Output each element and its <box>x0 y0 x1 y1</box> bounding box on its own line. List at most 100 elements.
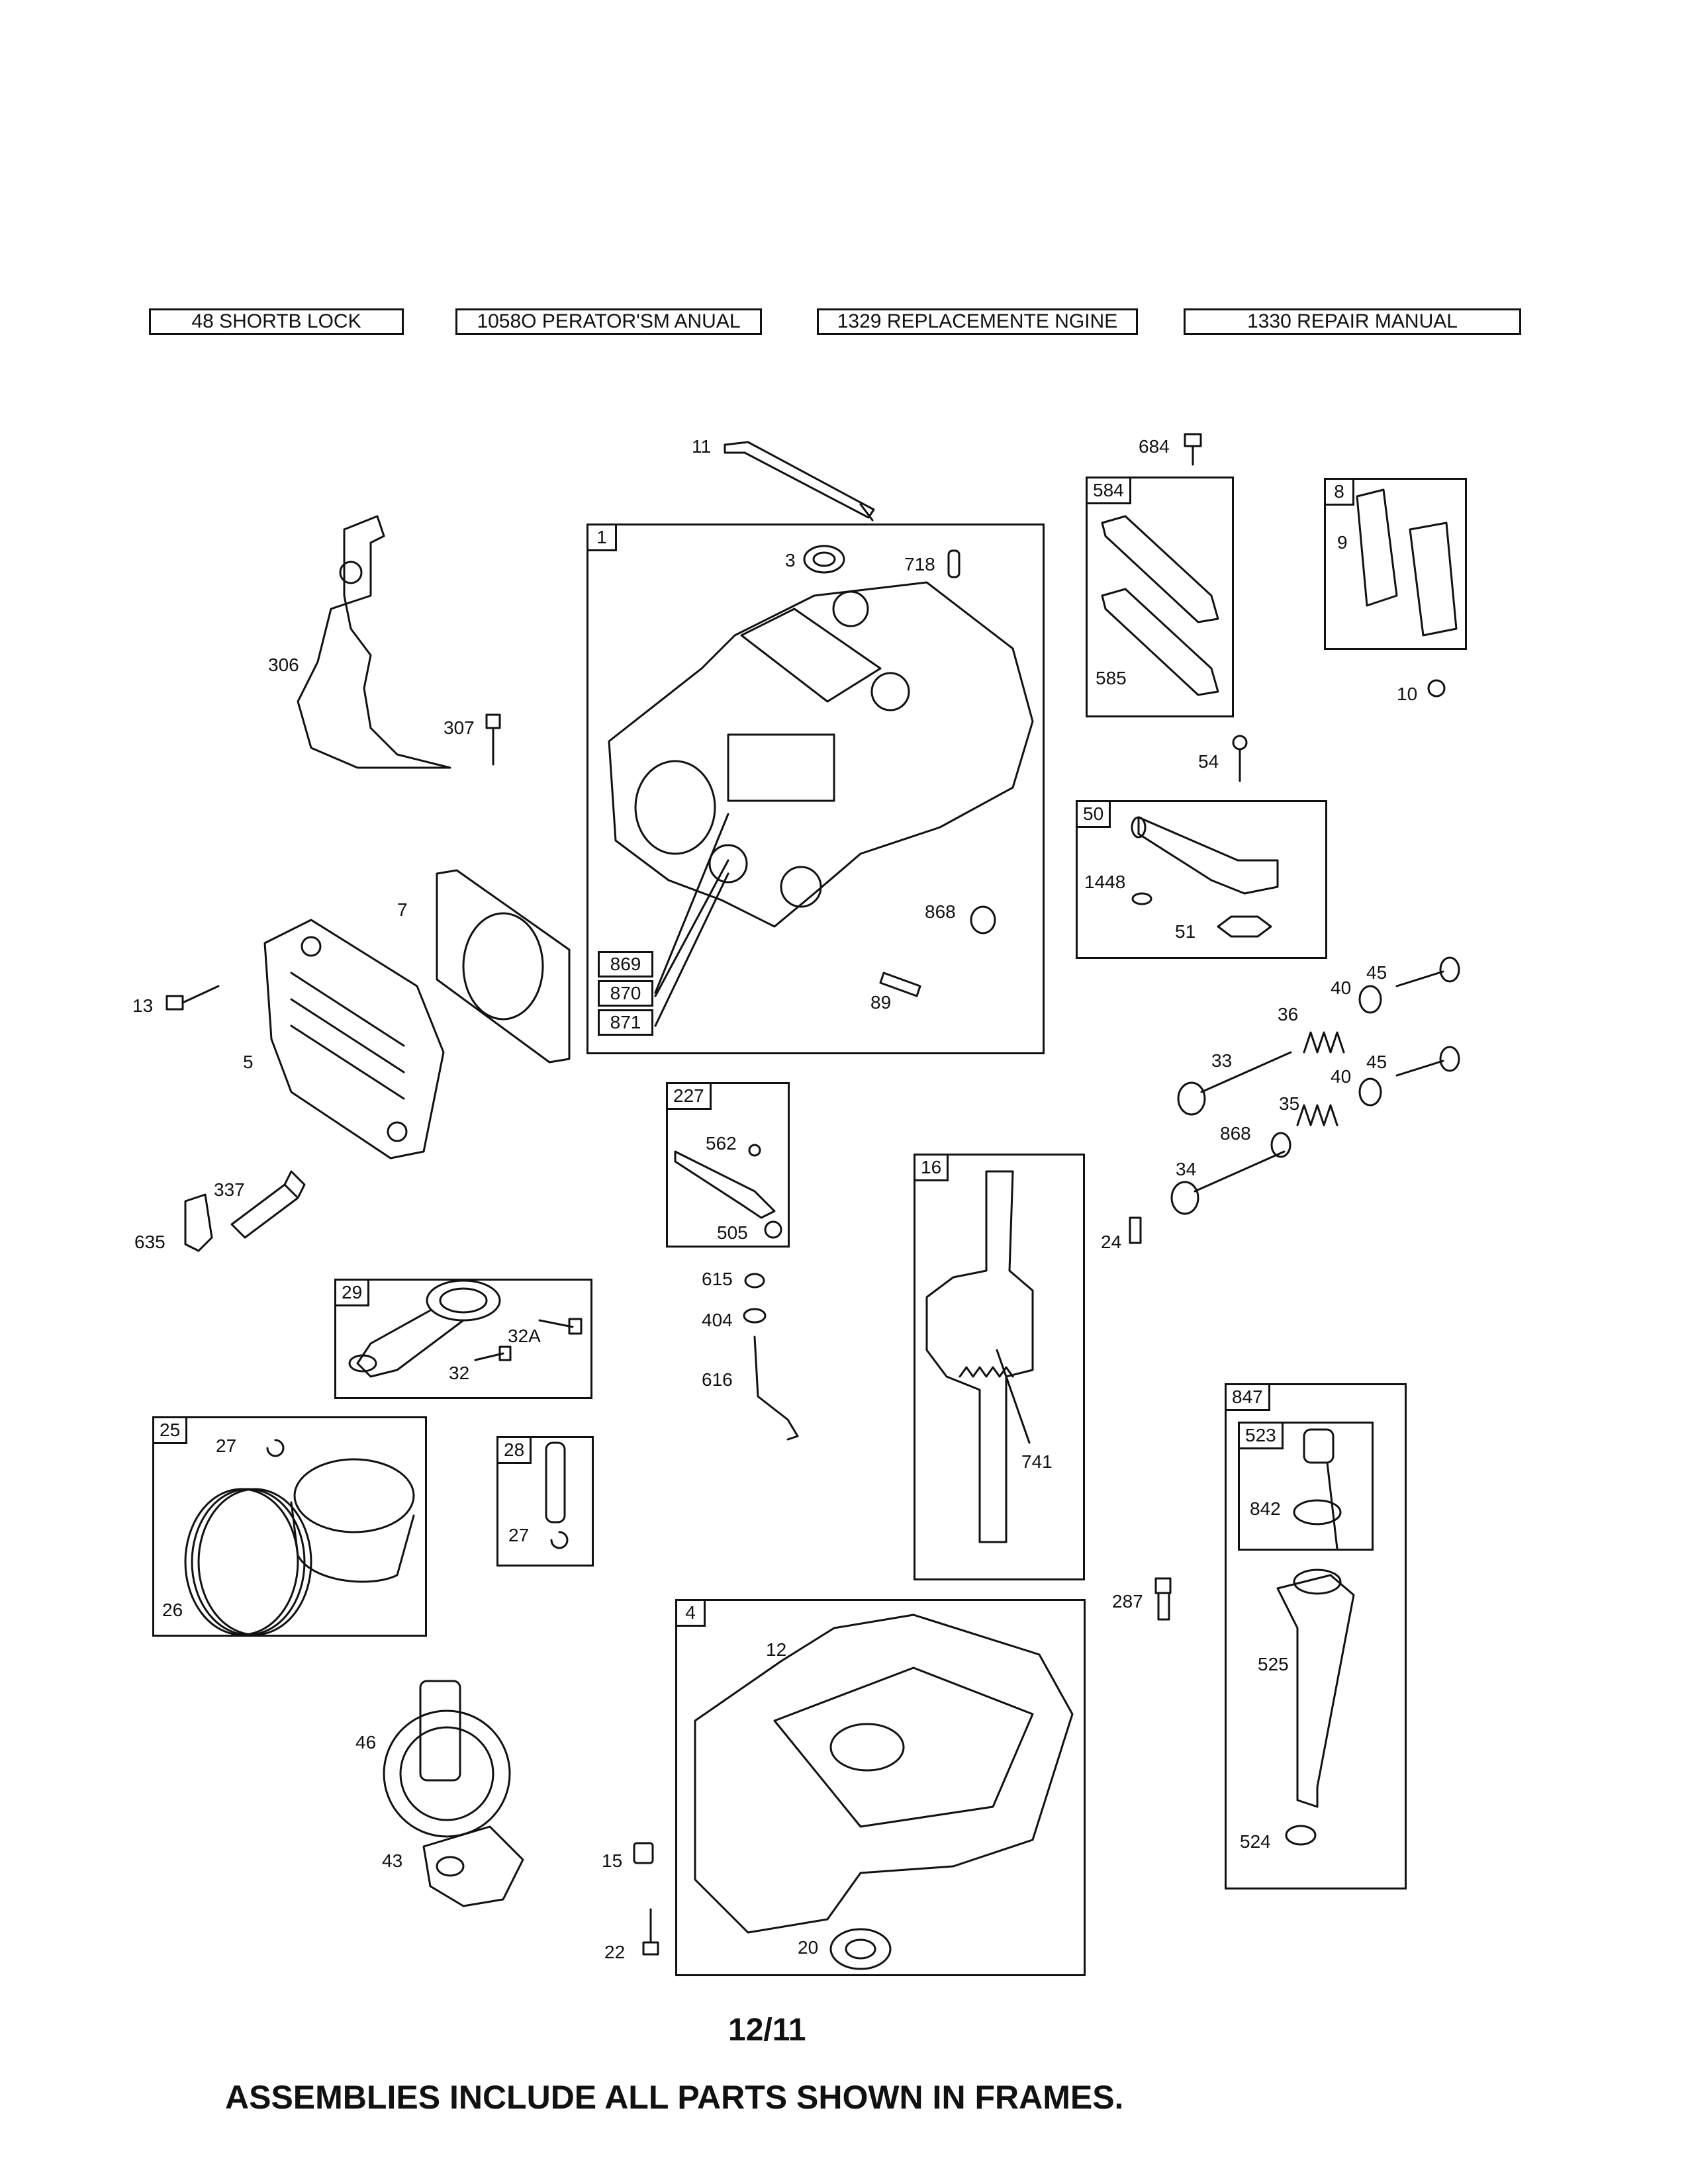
pin-89-drawing <box>879 972 921 997</box>
callout-26: 26 <box>162 1600 183 1620</box>
footer-note: ASSEMBLIES INCLUDE ALL PARTS SHOWN IN FR… <box>225 2079 1124 2116</box>
callout-40a: 40 <box>1331 978 1352 998</box>
dipstick-523-drawing <box>1293 1428 1342 1550</box>
callout-11: 11 <box>692 436 712 457</box>
bearing-20-drawing <box>829 1928 892 1970</box>
tube-525-drawing <box>1276 1569 1355 1808</box>
callout-45b: 45 <box>1366 1052 1387 1072</box>
callout-24: 24 <box>1101 1232 1122 1252</box>
seal-868a-drawing <box>970 905 996 934</box>
keeper-45a-drawing <box>1395 956 1460 987</box>
oring-524-drawing <box>1285 1825 1317 1846</box>
crankshaft-16-drawing <box>925 1170 1034 1543</box>
callout-89: 89 <box>870 992 892 1013</box>
callout-505: 505 <box>717 1222 748 1243</box>
callout-33: 33 <box>1211 1050 1233 1071</box>
callout-635: 635 <box>134 1232 165 1252</box>
frame-crankshaft-16: 16 <box>914 1154 1085 1580</box>
frame-gasket-584: 584 <box>1086 477 1234 717</box>
tube-11-drawing <box>724 441 875 522</box>
callout-616: 616 <box>702 1369 733 1390</box>
frame-piston-25: 25 <box>152 1416 427 1637</box>
callout-868a: 868 <box>925 901 956 922</box>
callout-337: 337 <box>214 1179 245 1200</box>
frame-cover-8: 8 <box>1324 478 1467 650</box>
nut-615-drawing <box>744 1273 765 1289</box>
head-gasket-7-drawing <box>436 869 571 1064</box>
callout-1448: 1448 <box>1084 872 1126 892</box>
governor-43-drawing <box>422 1825 524 1907</box>
callout-7: 7 <box>397 899 408 920</box>
retainer-40b-drawing <box>1358 1077 1382 1107</box>
cylinder-head-5-drawing <box>263 919 445 1160</box>
seal-3-drawing <box>803 545 845 574</box>
frame-tag: 4 <box>675 1599 706 1627</box>
frame-tag: 584 <box>1086 477 1131 504</box>
callout-46: 46 <box>355 1732 377 1752</box>
callout-22: 22 <box>604 1942 626 1962</box>
frame-tag: 1 <box>586 523 617 551</box>
callout-27a: 27 <box>216 1435 237 1456</box>
spring-36-drawing <box>1303 1031 1345 1054</box>
callout-525: 525 <box>1258 1654 1289 1674</box>
callout-54: 54 <box>1198 751 1219 772</box>
callout-307: 307 <box>444 717 475 738</box>
callout-15: 15 <box>602 1850 623 1871</box>
callout-615: 615 <box>702 1269 733 1289</box>
frame-governor-227: 227 <box>666 1082 790 1248</box>
callout-562: 562 <box>706 1133 737 1154</box>
valve-34-drawing <box>1170 1150 1286 1215</box>
frame-tag: 50 <box>1076 800 1111 828</box>
washer-404-drawing <box>743 1308 767 1324</box>
callout-684: 684 <box>1139 436 1170 457</box>
callout-27b: 27 <box>508 1525 530 1545</box>
frame-crankcase: 1 <box>586 523 1045 1054</box>
frame-tag: 28 <box>496 1436 532 1464</box>
sub-tag-869: 869 <box>598 951 653 978</box>
frame-tag: 8 <box>1324 478 1354 506</box>
callout-306: 306 <box>268 655 299 675</box>
callout-35: 35 <box>1279 1093 1300 1114</box>
shaft-616-drawing <box>753 1336 799 1441</box>
callout-51: 51 <box>1175 921 1196 942</box>
plug-15-drawing <box>633 1842 654 1864</box>
frame-dipstick-847: 847 <box>1225 1383 1407 1889</box>
frame-pin-28: 28 <box>496 1436 594 1567</box>
frame-tag: 847 <box>1225 1383 1270 1411</box>
keeper-45b-drawing <box>1395 1046 1460 1077</box>
callout-12: 12 <box>766 1639 787 1660</box>
boot-635-drawing <box>184 1193 213 1252</box>
ref-box-operators-manual: 1058O PERATOR'SM ANUAL <box>455 308 762 335</box>
gasket-584-drawing <box>1101 515 1219 696</box>
breather-50-drawing <box>1131 816 1279 938</box>
bolt-32-drawing <box>474 1345 512 1361</box>
callout-45a: 45 <box>1366 962 1387 983</box>
ref-box-short-block: 48 SHORTB LOCK <box>149 308 404 335</box>
pin-24-drawing <box>1129 1216 1142 1244</box>
callout-5: 5 <box>243 1052 254 1072</box>
shield-306-drawing <box>297 515 451 769</box>
callout-10: 10 <box>1397 684 1418 704</box>
bolt-54-drawing <box>1232 735 1248 782</box>
frame-tag: 25 <box>152 1416 188 1444</box>
callout-3: 3 <box>785 550 796 570</box>
sub-tag-871: 871 <box>598 1009 653 1036</box>
screw-10-drawing <box>1427 679 1446 698</box>
frame-tag: 16 <box>914 1154 949 1181</box>
callout-32A: 32A <box>508 1326 541 1346</box>
callout-13: 13 <box>132 995 154 1016</box>
governor-227-drawing <box>674 1144 782 1239</box>
cover-8-drawing <box>1356 488 1458 637</box>
fitting-287-drawing <box>1154 1577 1172 1621</box>
bolt-13-drawing <box>165 985 220 1011</box>
callout-524: 524 <box>1240 1831 1271 1852</box>
seal-868b-drawing <box>1270 1132 1291 1158</box>
callout-34: 34 <box>1176 1159 1197 1179</box>
callout-36: 36 <box>1278 1004 1299 1024</box>
spark-plug-337-drawing <box>230 1170 306 1239</box>
callout-585: 585 <box>1096 668 1127 688</box>
frame-tag: 227 <box>666 1082 712 1110</box>
clip-27b-drawing <box>550 1531 569 1549</box>
pin-28-drawing <box>545 1441 566 1524</box>
frame-tag: 29 <box>334 1279 370 1306</box>
